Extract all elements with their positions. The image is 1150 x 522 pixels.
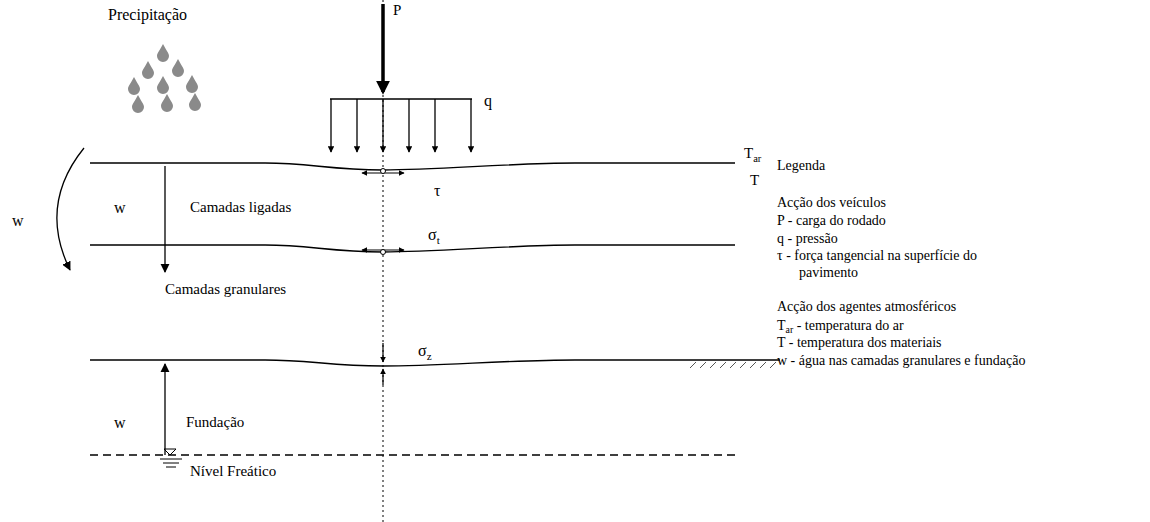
- legend-entry: w - água nas camadas granulares e fundaç…: [777, 353, 1027, 370]
- pressure-label: q: [484, 92, 492, 110]
- water-arrow: [57, 148, 84, 270]
- water-arrow: [164, 364, 165, 455]
- legend: LegendaAcção dos veículosP - carga do ro…: [777, 158, 1027, 370]
- water-arrow: [164, 166, 165, 272]
- legend-entry: P - carga do rodado: [777, 213, 1027, 230]
- legend-entry: τ - força tangencial na superfície do pa…: [777, 248, 1027, 281]
- temperature-label: T: [750, 172, 759, 189]
- legend-heading: Acção dos agentes atmosféricos: [777, 299, 1027, 316]
- layer-name: Camadas granulares: [165, 281, 286, 298]
- water-label: w: [114, 199, 126, 217]
- water-table-symbol: [160, 449, 182, 467]
- legend-entry: q - pressão: [777, 231, 1027, 248]
- temperature-label: Tar: [744, 145, 761, 162]
- legend-heading: Acção dos veículos: [777, 195, 1027, 212]
- layer-lines: [90, 163, 780, 366]
- vertical-stress-arrow: [382, 343, 383, 362]
- vertical-stress-label: σz: [418, 342, 432, 360]
- layer-name: Fundação: [186, 414, 244, 431]
- axis-line: [383, 0, 384, 522]
- legend-title: Legenda: [777, 158, 1027, 175]
- legend-entry: T - temperatura dos materiais: [777, 335, 1027, 352]
- load-label: P: [393, 2, 401, 19]
- layer-name: Camadas ligadas: [190, 199, 291, 216]
- water-label: w: [12, 212, 24, 230]
- water-table-label: Nível Freático: [190, 463, 276, 480]
- contact-point: [381, 169, 386, 174]
- tension-label: σt: [428, 226, 440, 244]
- water-table-line: [90, 454, 735, 455]
- load-arrow: [381, 4, 385, 92]
- caption-label: Precipitação: [108, 6, 187, 24]
- ground-hatch: [690, 362, 776, 368]
- water-label: w: [114, 414, 126, 432]
- shear-label: τ: [434, 182, 440, 200]
- vertical-stress-arrow: [382, 369, 383, 385]
- legend-entry: Tar - temperatura do ar: [777, 318, 1027, 335]
- contact-point: [381, 250, 386, 255]
- pressure-arrows: [330, 99, 472, 152]
- rain-drops: [128, 44, 201, 113]
